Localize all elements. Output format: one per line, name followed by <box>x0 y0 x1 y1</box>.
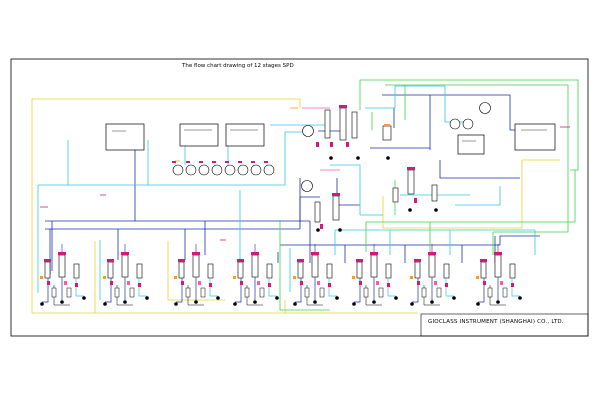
stage-unit <box>174 244 220 306</box>
diagram-title: The flow chart drawing of 12 stages SPD <box>182 63 294 69</box>
stage-unit <box>293 244 339 306</box>
stage-unit <box>410 244 456 306</box>
condenser-box <box>514 123 556 151</box>
stage-unit <box>476 244 522 306</box>
tank-box <box>457 134 485 155</box>
box-label-marks <box>112 129 547 142</box>
vacuum-unit-box <box>105 123 145 151</box>
piping-lines <box>31 79 579 314</box>
stage-unit <box>40 244 86 306</box>
drawing-border <box>10 58 589 337</box>
control-unit-box-1 <box>179 123 219 147</box>
stage-unit <box>103 244 149 306</box>
pump-row <box>172 102 491 192</box>
title-block <box>420 313 589 337</box>
stage-assemblies <box>40 244 522 306</box>
upper-column-accents <box>316 105 438 232</box>
control-unit-box-2 <box>225 123 265 147</box>
pump-tags <box>172 161 268 163</box>
stage-unit <box>233 244 279 306</box>
equipment-boxes <box>105 123 556 155</box>
company-name: GIOCLASS INSTRUMENT (SHANGHAI) CO., LTD. <box>428 319 564 325</box>
stage-unit <box>352 244 398 306</box>
